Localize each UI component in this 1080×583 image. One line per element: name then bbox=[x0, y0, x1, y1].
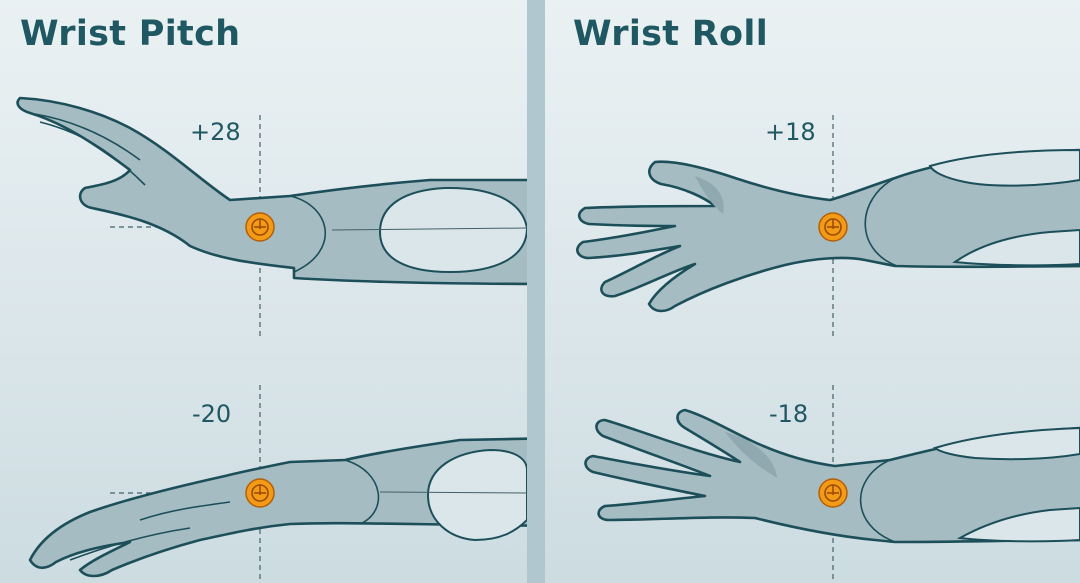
wrist-pitch-title: Wrist Pitch bbox=[20, 14, 241, 54]
wrist-pitch-panel: Wrist Pitch +28 -20 bbox=[0, 0, 527, 583]
roll-up-arm bbox=[576, 115, 1080, 340]
pitch-up-angle: +28 bbox=[190, 118, 241, 146]
pitch-up-arm bbox=[16, 96, 527, 340]
pitch-down-angle: -20 bbox=[192, 400, 232, 428]
wrist-roll-panel: Wrist Roll +18 -18 bbox=[545, 0, 1080, 583]
panel-divider bbox=[527, 0, 545, 583]
roll-up-angle: +18 bbox=[765, 118, 816, 146]
pitch-down-arm bbox=[28, 385, 527, 583]
wrist-joint-icon bbox=[245, 478, 275, 508]
wrist-joint-icon bbox=[245, 212, 275, 242]
wrist-joint-icon bbox=[818, 212, 848, 242]
wrist-joint-icon bbox=[818, 478, 848, 508]
roll-down-angle: -18 bbox=[769, 400, 809, 428]
wrist-roll-title: Wrist Roll bbox=[573, 14, 768, 54]
roll-down-arm bbox=[584, 385, 1080, 583]
